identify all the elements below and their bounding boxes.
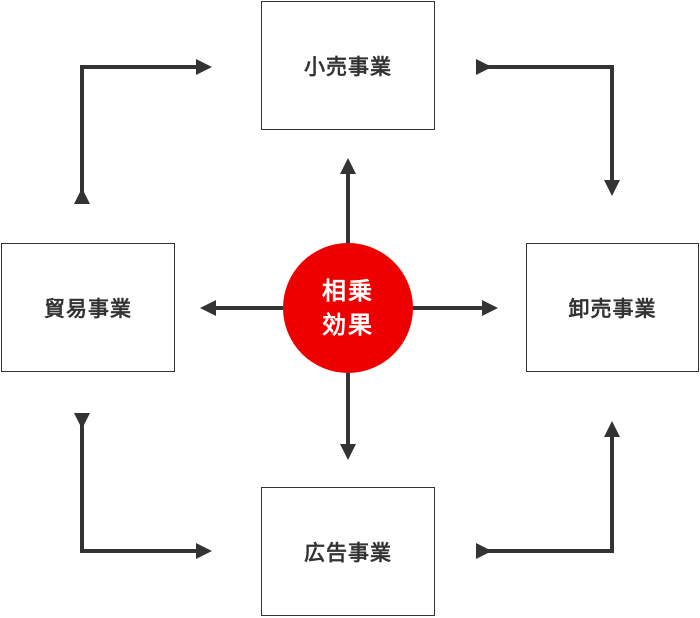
arrow-advertising-wholesale	[476, 421, 620, 559]
retail-business-box: 小売事業	[261, 1, 435, 130]
trade-business-box: 貿易事業	[1, 243, 175, 372]
arrow-retail-wholesale	[476, 59, 620, 196]
advertising-business-box: 広告事業	[261, 487, 435, 616]
advertising-business-label: 広告事業	[304, 540, 392, 565]
synergy-label-line1: 相乗	[322, 277, 374, 305]
synergy-circle: 相乗 効果	[283, 243, 413, 373]
arrow-trade-retail	[74, 59, 212, 204]
retail-business-label: 小売事業	[304, 54, 392, 79]
synergy-label-line2: 効果	[322, 311, 374, 339]
trade-business-label: 貿易事業	[44, 296, 132, 321]
wholesale-business-box: 卸売事業	[526, 243, 699, 372]
wholesale-business-label: 卸売事業	[568, 296, 657, 321]
arrow-trade-advertising	[74, 413, 212, 559]
